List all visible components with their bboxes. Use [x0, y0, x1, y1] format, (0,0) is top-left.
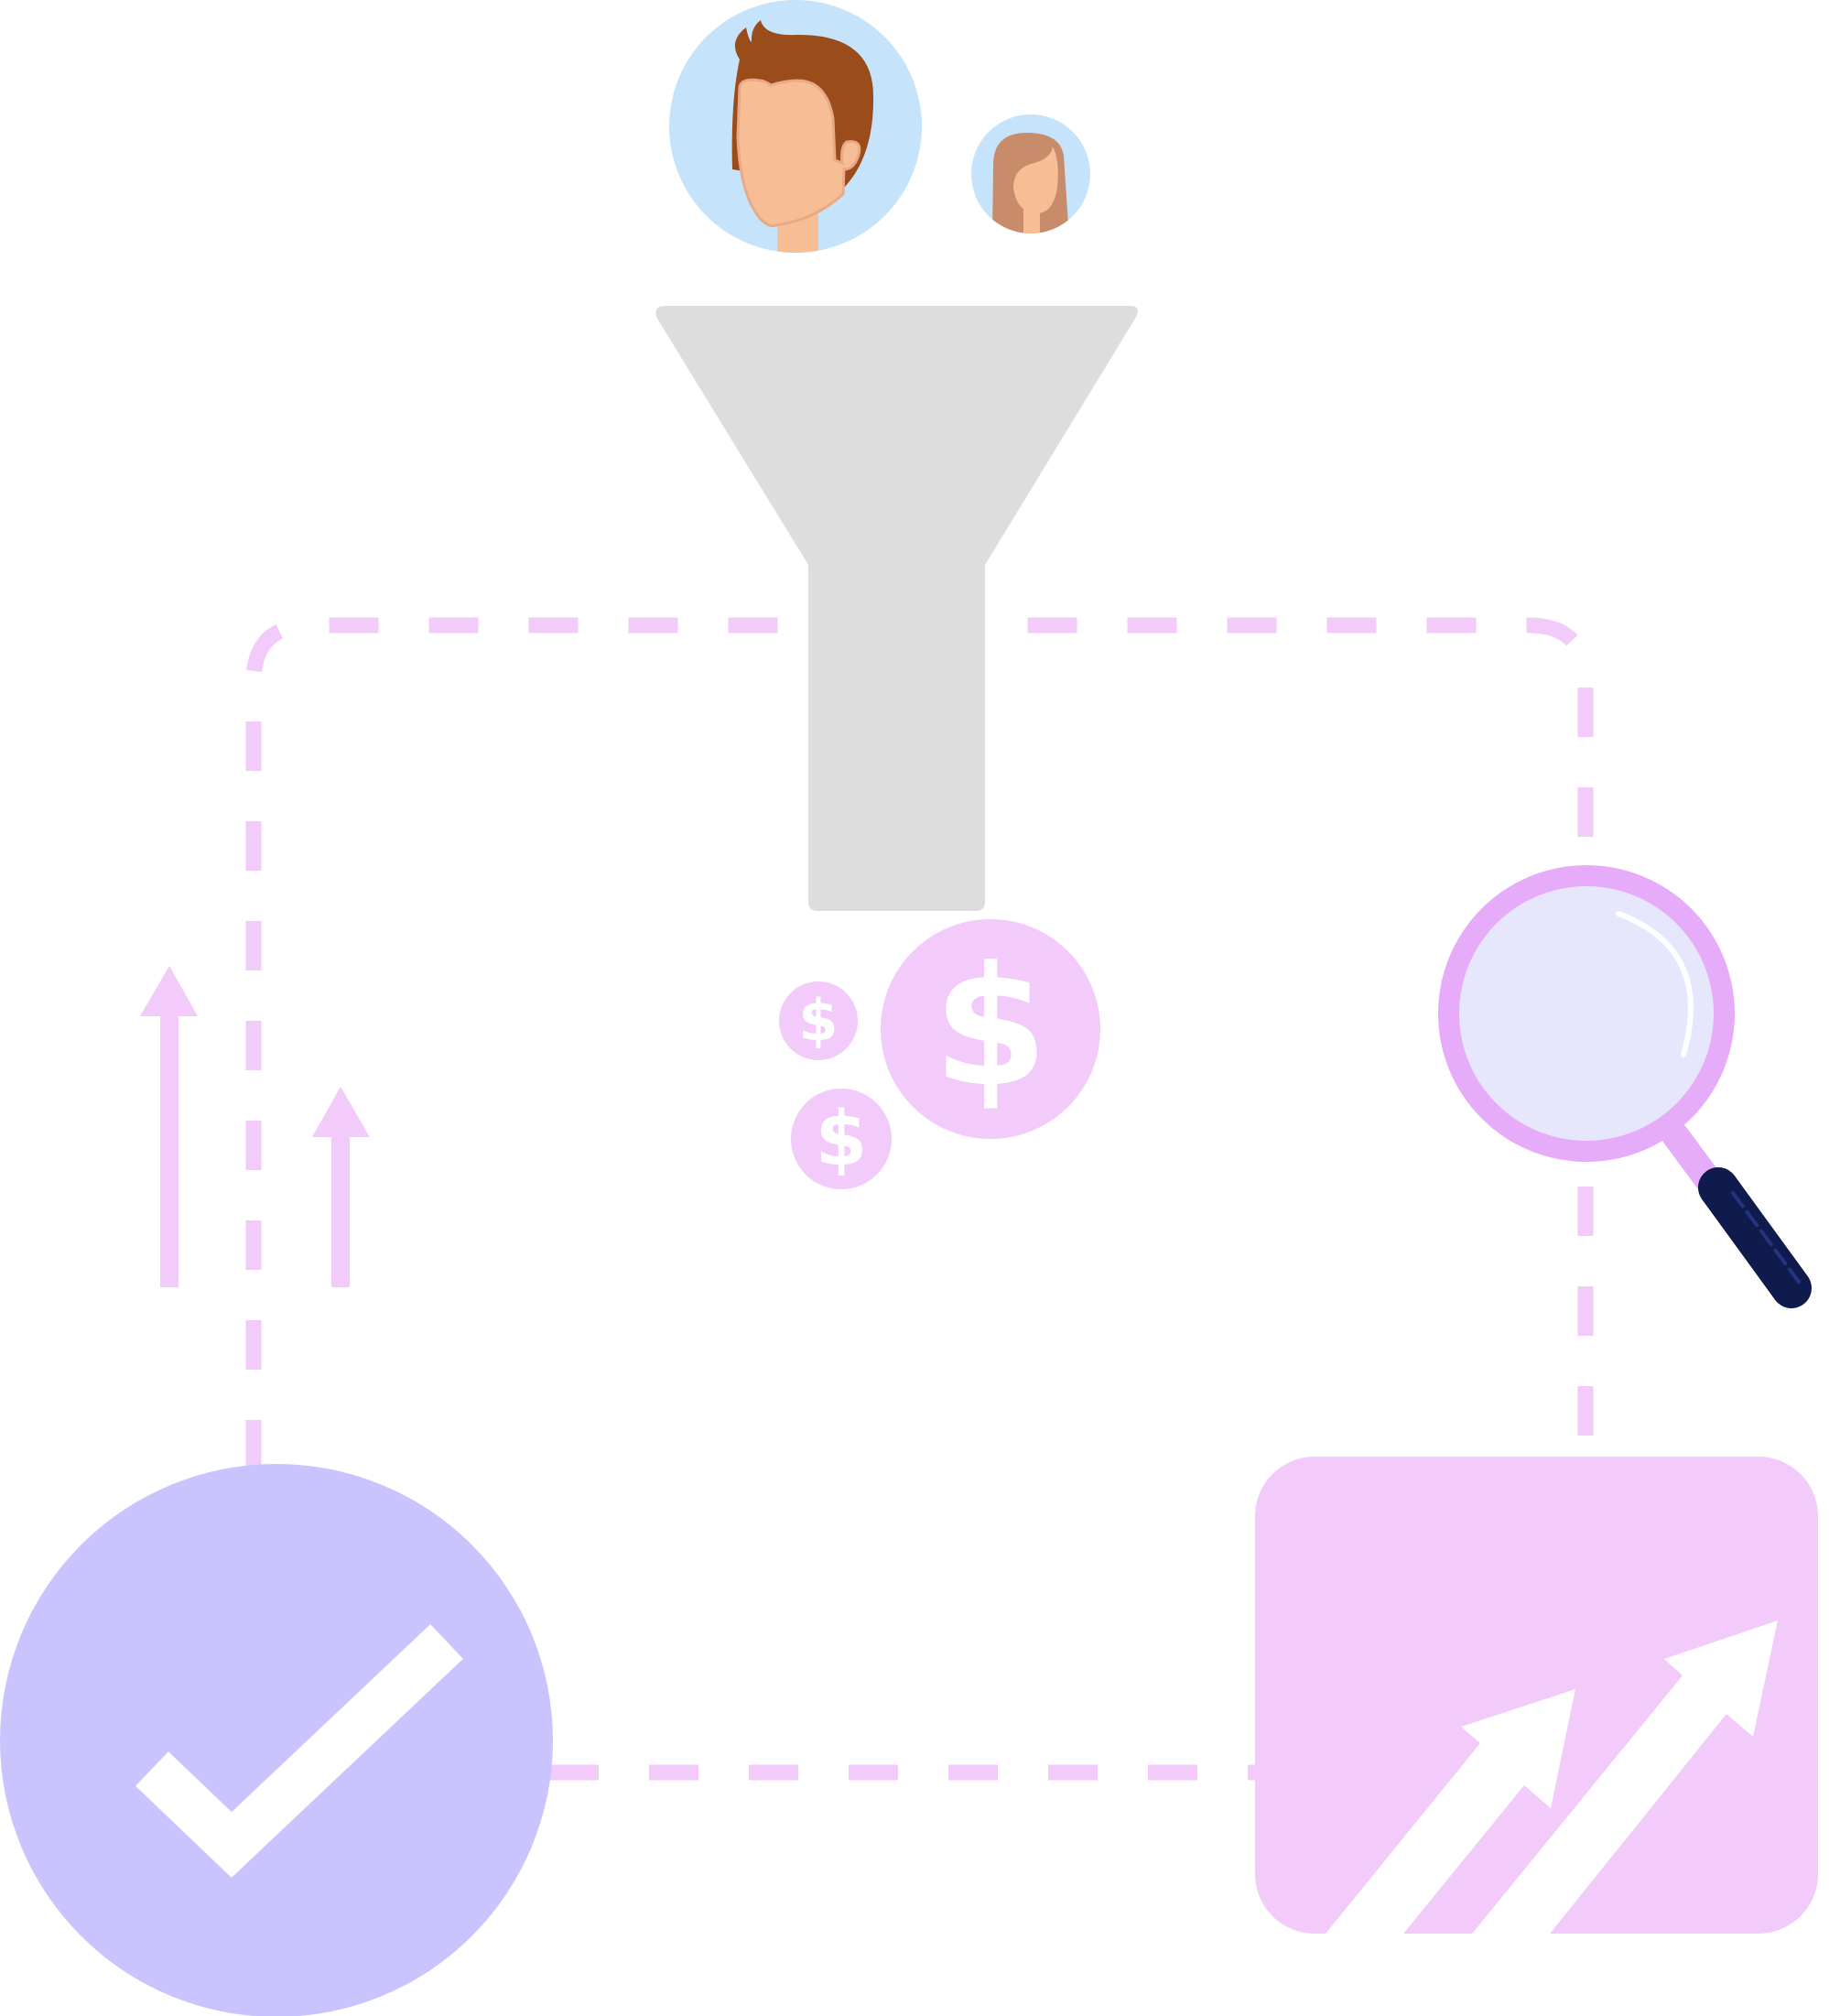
dollar-coin-icon: $ [933, 932, 1047, 1123]
coin-small-top: $ [779, 981, 858, 1060]
male-avatar-icon [669, 0, 922, 253]
coin-small-bottom: $ [791, 1089, 892, 1189]
dollar-coin-icon: $ [798, 987, 838, 1054]
dashed-cycle-path [245, 617, 1594, 1781]
checkmark-icon [0, 1464, 553, 2016]
female-avatar-icon [971, 114, 1090, 233]
growth-chart-icon [1255, 1457, 1818, 1934]
up-arrow-icon [140, 966, 198, 1287]
magnifier-icon [1438, 865, 1812, 1308]
funnel-icon [655, 306, 1138, 911]
coin-large: $ [881, 919, 1100, 1139]
dollar-coin-icon: $ [815, 1096, 867, 1183]
up-arrow-icon [312, 1087, 370, 1287]
up-arrows [140, 966, 370, 1287]
